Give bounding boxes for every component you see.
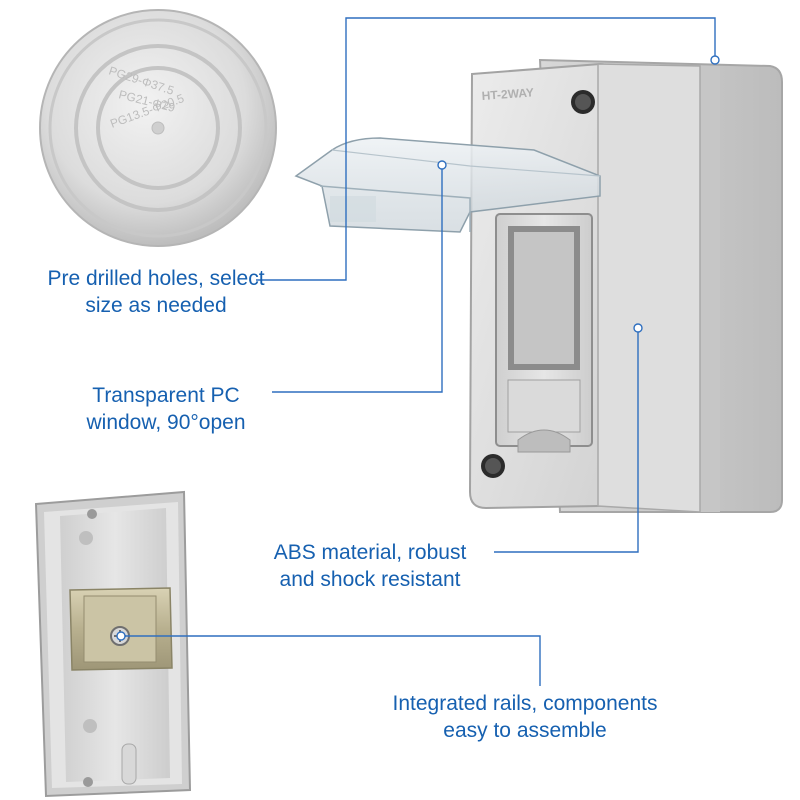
callout-abs-line1: ABS material, robust xyxy=(273,541,467,564)
enclosure-image: HT-2WAY xyxy=(294,58,783,513)
callout-line-rails xyxy=(122,635,541,686)
callout-transparent-line2: window, 90°open xyxy=(86,411,246,434)
brand-mark: HT-2WAY xyxy=(481,85,534,103)
callout-line-pre-drilled xyxy=(256,17,716,281)
callout-lines xyxy=(116,17,720,686)
callout-dot-transparent xyxy=(437,160,447,170)
callout-abs: ABS material, robust and shock resistant xyxy=(246,539,494,593)
callout-line-transparent xyxy=(272,168,443,393)
callout-rails: Integrated rails, components easy to ass… xyxy=(348,690,702,744)
callout-abs-line2: and shock resistant xyxy=(279,568,461,591)
callout-pre-drilled-line1: Pre drilled holes, select xyxy=(47,267,265,290)
callout-dot-rails xyxy=(116,631,126,641)
knockout-cap-image: PG29-Φ37.5 PG21-Φ29 PG13.5-Φ20.5 xyxy=(39,9,277,247)
callout-transparent-line1: Transparent PC xyxy=(92,384,240,407)
callout-rails-line1: Integrated rails, components xyxy=(392,692,658,715)
callout-rails-line2: easy to assemble xyxy=(443,719,607,742)
callout-transparent: Transparent PC window, 90°open xyxy=(58,382,274,436)
callout-dot-pre-drilled xyxy=(710,55,720,65)
open-box-image xyxy=(34,490,192,798)
callout-line-abs xyxy=(494,330,639,553)
callout-pre-drilled: Pre drilled holes, select size as needed xyxy=(20,265,292,319)
callout-pre-drilled-line2: size as needed xyxy=(85,294,227,317)
callout-dot-abs xyxy=(633,323,643,333)
